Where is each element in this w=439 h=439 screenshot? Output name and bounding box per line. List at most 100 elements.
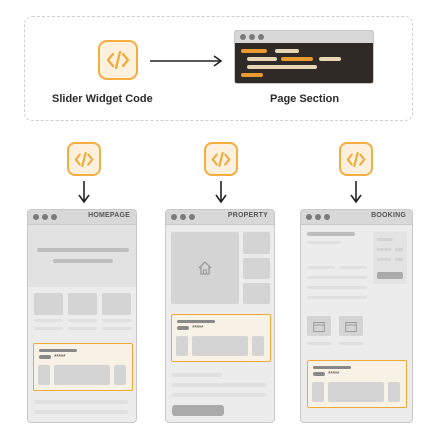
arrow-down-icon [78, 181, 90, 204]
window-dot [306, 214, 312, 220]
text-line [307, 276, 367, 279]
slider-widget[interactable]: ***** [171, 314, 271, 362]
slide-main [328, 382, 384, 402]
arrow-right-icon [150, 55, 223, 67]
text-line [68, 327, 97, 330]
code-line [275, 49, 299, 53]
code-line [241, 73, 263, 77]
window-bar: PROPERTY [166, 210, 274, 225]
summary-line [395, 248, 403, 251]
text-line [339, 266, 367, 269]
feature-card [102, 293, 131, 315]
window-dot [171, 214, 177, 220]
text-line [307, 286, 367, 289]
window-dot [180, 214, 186, 220]
slider-widget[interactable]: ***** [307, 360, 407, 408]
text-line [68, 319, 97, 322]
slide-prev [176, 336, 188, 356]
code-line [281, 57, 313, 61]
window-dot [42, 214, 48, 220]
homepage-window: HOMEPAGE ***** [27, 209, 137, 423]
slider-rating-bar [39, 355, 51, 359]
hero-section [28, 225, 136, 287]
window-dot [51, 214, 57, 220]
window-bar: BOOKING [301, 210, 412, 225]
feature-card [68, 293, 97, 315]
code-line [247, 65, 317, 69]
text-line [307, 342, 331, 345]
rating-stars: ***** [192, 325, 204, 332]
rating-stars: ***** [328, 371, 340, 378]
window-dot [249, 34, 255, 40]
target-label: Page Section [270, 93, 340, 105]
slider-heading-line [313, 366, 351, 369]
slider-rating-bar [313, 372, 325, 376]
page-title: PROPERTY [227, 212, 268, 219]
text-line [172, 393, 266, 397]
property-main-photo [171, 232, 239, 304]
code-icon [339, 142, 373, 176]
date-picker-checkin[interactable] [307, 316, 331, 336]
book-button[interactable] [377, 272, 403, 279]
arrow-down-icon [215, 181, 227, 204]
text-line [307, 266, 335, 269]
code-window [234, 30, 374, 84]
window-dot [33, 214, 39, 220]
window-dot [324, 214, 330, 220]
property-thumb [243, 232, 270, 254]
calendar-icon [345, 322, 357, 332]
slide-next [114, 365, 126, 385]
slider-rating-bar [177, 326, 189, 330]
slide-next [388, 382, 400, 402]
text-line [34, 327, 63, 330]
text-line [172, 383, 266, 387]
summary-line [377, 258, 391, 261]
slider-widget[interactable]: ***** [33, 343, 133, 391]
text-line [102, 327, 131, 330]
summary-line [395, 258, 403, 261]
slider-heading-line [177, 320, 215, 323]
slide-main [192, 336, 248, 356]
text-line [339, 342, 363, 345]
hero-line [37, 248, 129, 252]
arrow-down-icon [350, 181, 362, 204]
text-line [307, 241, 341, 244]
date-picker-checkout[interactable] [339, 316, 363, 336]
source-label: Slider Widget Code [52, 93, 153, 105]
slide-main [54, 365, 110, 385]
code-window-bar [235, 31, 373, 43]
booking-heading-line [307, 232, 355, 236]
text-line [34, 319, 63, 322]
summary-line [377, 238, 393, 241]
slide-prev [38, 365, 50, 385]
hero-line [53, 259, 113, 263]
window-dot [240, 34, 246, 40]
code-icon [67, 142, 101, 176]
window-dot [315, 214, 321, 220]
code-icon [204, 142, 238, 176]
booking-summary-card [373, 232, 407, 284]
text-line [307, 296, 367, 299]
property-thumb [243, 258, 270, 279]
code-icon [98, 40, 138, 80]
slide-prev [312, 382, 324, 402]
window-bar: HOMEPAGE [28, 210, 136, 225]
summary-line [377, 248, 391, 251]
house-icon [198, 261, 212, 275]
window-dot [189, 214, 195, 220]
code-line [247, 57, 277, 61]
window-dot [258, 34, 264, 40]
cta-button[interactable] [172, 405, 224, 416]
property-window: PROPERTY ***** [165, 209, 275, 423]
booking-window: BOOKING ***** [300, 209, 413, 423]
property-thumb [243, 283, 270, 304]
footer-line [34, 400, 128, 404]
code-line [319, 57, 341, 61]
embed-overview-panel [24, 16, 413, 121]
page-title: HOMEPAGE [88, 212, 130, 219]
text-line [102, 319, 131, 322]
slider-heading-line [39, 349, 77, 352]
text-line [172, 373, 222, 377]
rating-stars: ***** [54, 354, 66, 361]
code-line [241, 49, 267, 53]
